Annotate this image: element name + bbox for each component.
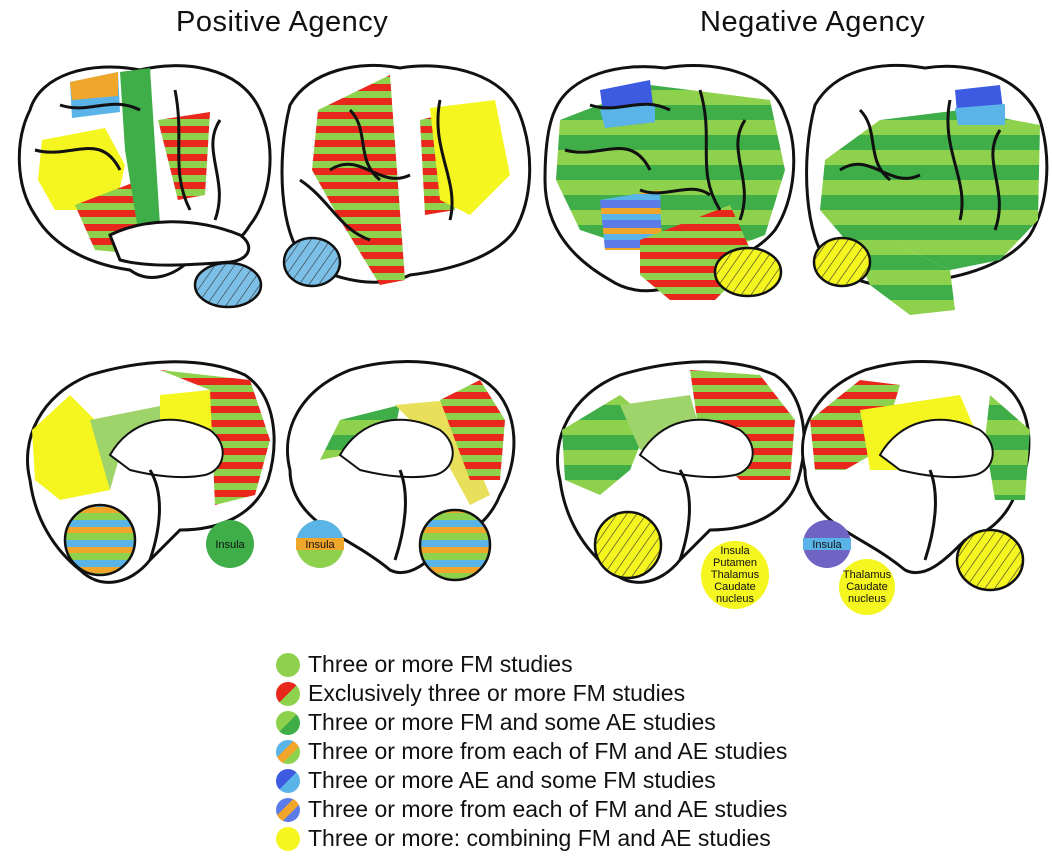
neg-medial-left-brain (558, 362, 805, 583)
pos-right-insula-circle: Insula (296, 520, 344, 568)
legend-swatch-ae-some-fm (276, 769, 300, 793)
neg-right-insula-circle: Insula (803, 520, 851, 568)
legend-swatch-each-fm-ae-2 (276, 798, 300, 822)
brain-figure: Insula Insula Insula Putamen Thalamus Ca… (0, 0, 1052, 640)
neg-left-label-2: Putamen (713, 557, 757, 569)
legend-label: Three or more from each of FM and AE stu… (308, 738, 787, 765)
neg-left-label-1: Insula (720, 545, 750, 557)
legend-item: Three or more FM studies (276, 650, 787, 679)
legend-swatch-each-fm-ae (276, 740, 300, 764)
legend-swatch-exclusive-fm (276, 682, 300, 706)
neg-right-label-2: Caudate (846, 581, 888, 593)
legend-label: Exclusively three or more FM studies (308, 680, 685, 707)
legend-swatch-combined (276, 827, 300, 851)
legend-item: Three or more FM and some AE studies (276, 708, 787, 737)
legend-item: Exclusively three or more FM studies (276, 679, 787, 708)
legend-label: Three or more FM studies (308, 651, 573, 678)
pos-right-insula-label: Insula (305, 539, 335, 551)
neg-lateral-left-brain (545, 65, 794, 300)
legend: Three or more FM studies Exclusively thr… (276, 650, 787, 853)
neg-right-subcortical-circle: Thalamus Caudate nucleus (839, 559, 895, 615)
legend-label: Three or more: combining FM and AE studi… (308, 825, 771, 852)
neg-left-label-4: Caudate (714, 581, 756, 593)
legend-label: Three or more AE and some FM studies (308, 767, 716, 794)
neg-left-subcortical-circle: Insula Putamen Thalamus Caudate nucleus (701, 541, 769, 609)
legend-item: Three or more: combining FM and AE studi… (276, 824, 787, 853)
legend-swatch-fm (276, 653, 300, 677)
legend-item: Three or more from each of FM and AE stu… (276, 795, 787, 824)
legend-swatch-fm-some-ae (276, 711, 300, 735)
neg-left-label-5: nucleus (716, 593, 754, 605)
neg-lateral-right-brain (807, 65, 1047, 315)
pos-left-insula-label: Insula (215, 539, 245, 551)
legend-item: Three or more from each of FM and AE stu… (276, 737, 787, 766)
legend-label: Three or more from each of FM and AE stu… (308, 796, 787, 823)
pos-lateral-right-brain (282, 65, 530, 286)
neg-right-label-1: Thalamus (843, 569, 892, 581)
neg-right-insula-label: Insula (812, 539, 842, 551)
pos-left-insula-circle: Insula (206, 520, 254, 568)
legend-label: Three or more FM and some AE studies (308, 709, 716, 736)
neg-right-label-3: nucleus (848, 593, 886, 605)
neg-left-label-3: Thalamus (711, 569, 760, 581)
legend-item: Three or more AE and some FM studies (276, 766, 787, 795)
pos-lateral-left-brain (19, 66, 270, 307)
